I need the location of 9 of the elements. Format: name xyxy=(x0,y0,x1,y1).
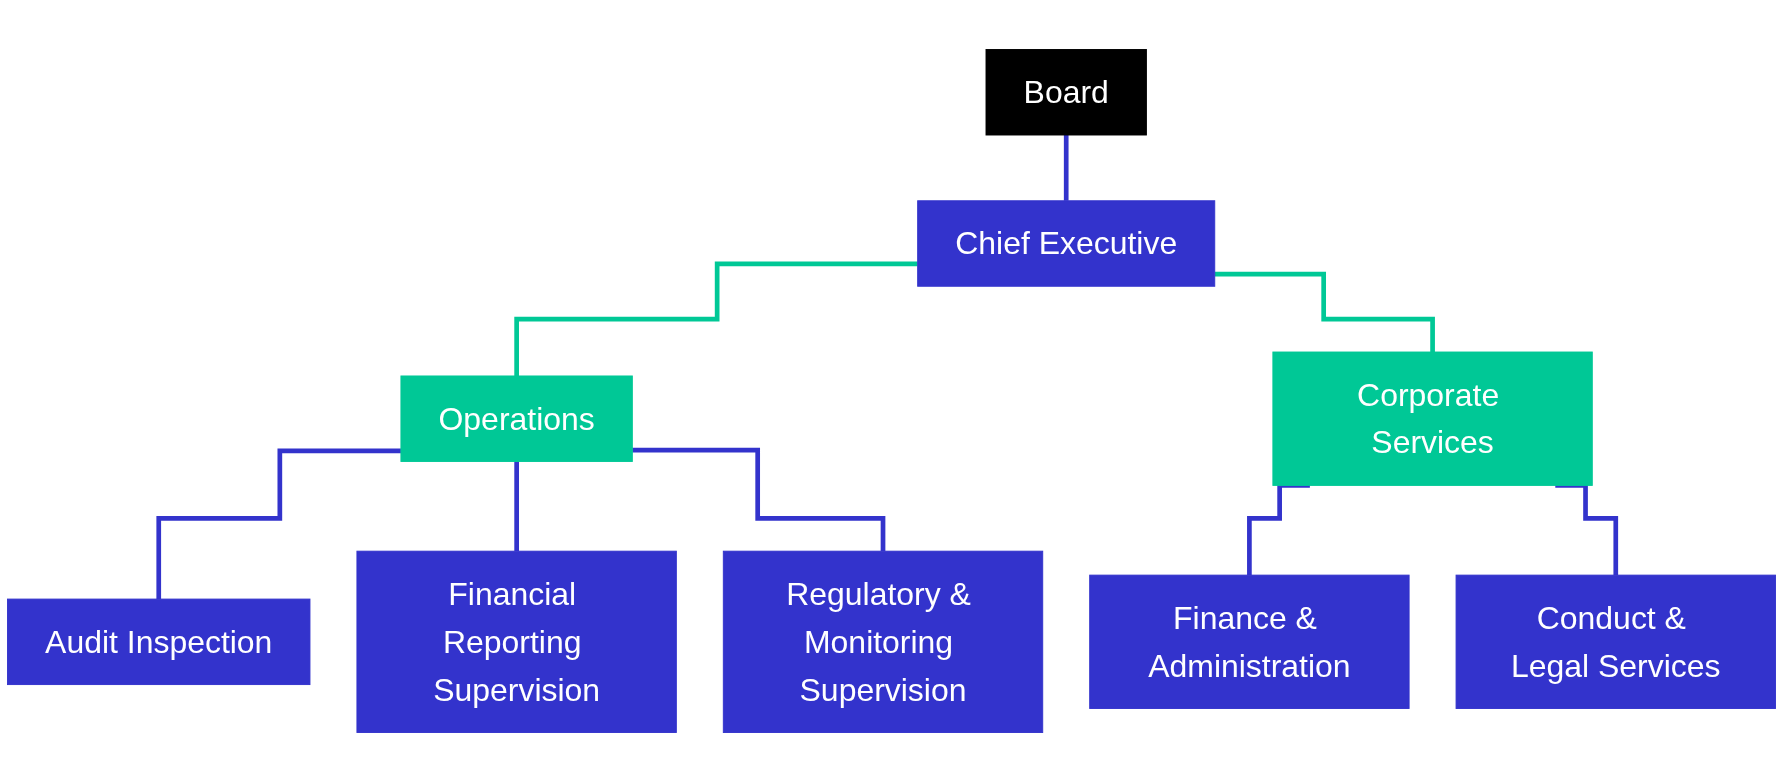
node-box: Operations xyxy=(400,375,633,462)
node-box: Chief Executive xyxy=(917,199,1216,287)
node-box: Conduct & Legal Services xyxy=(1455,574,1776,709)
node-box: Financial Reporting Supervision xyxy=(356,550,677,733)
node-box: Corporate Services xyxy=(1272,351,1593,486)
node-box: Audit Inspection xyxy=(7,598,311,685)
node-box: Finance & Administration xyxy=(1089,574,1410,709)
node-box: Regulatory & Monitoring Supervision xyxy=(722,550,1044,733)
node-box: Board xyxy=(985,48,1147,135)
